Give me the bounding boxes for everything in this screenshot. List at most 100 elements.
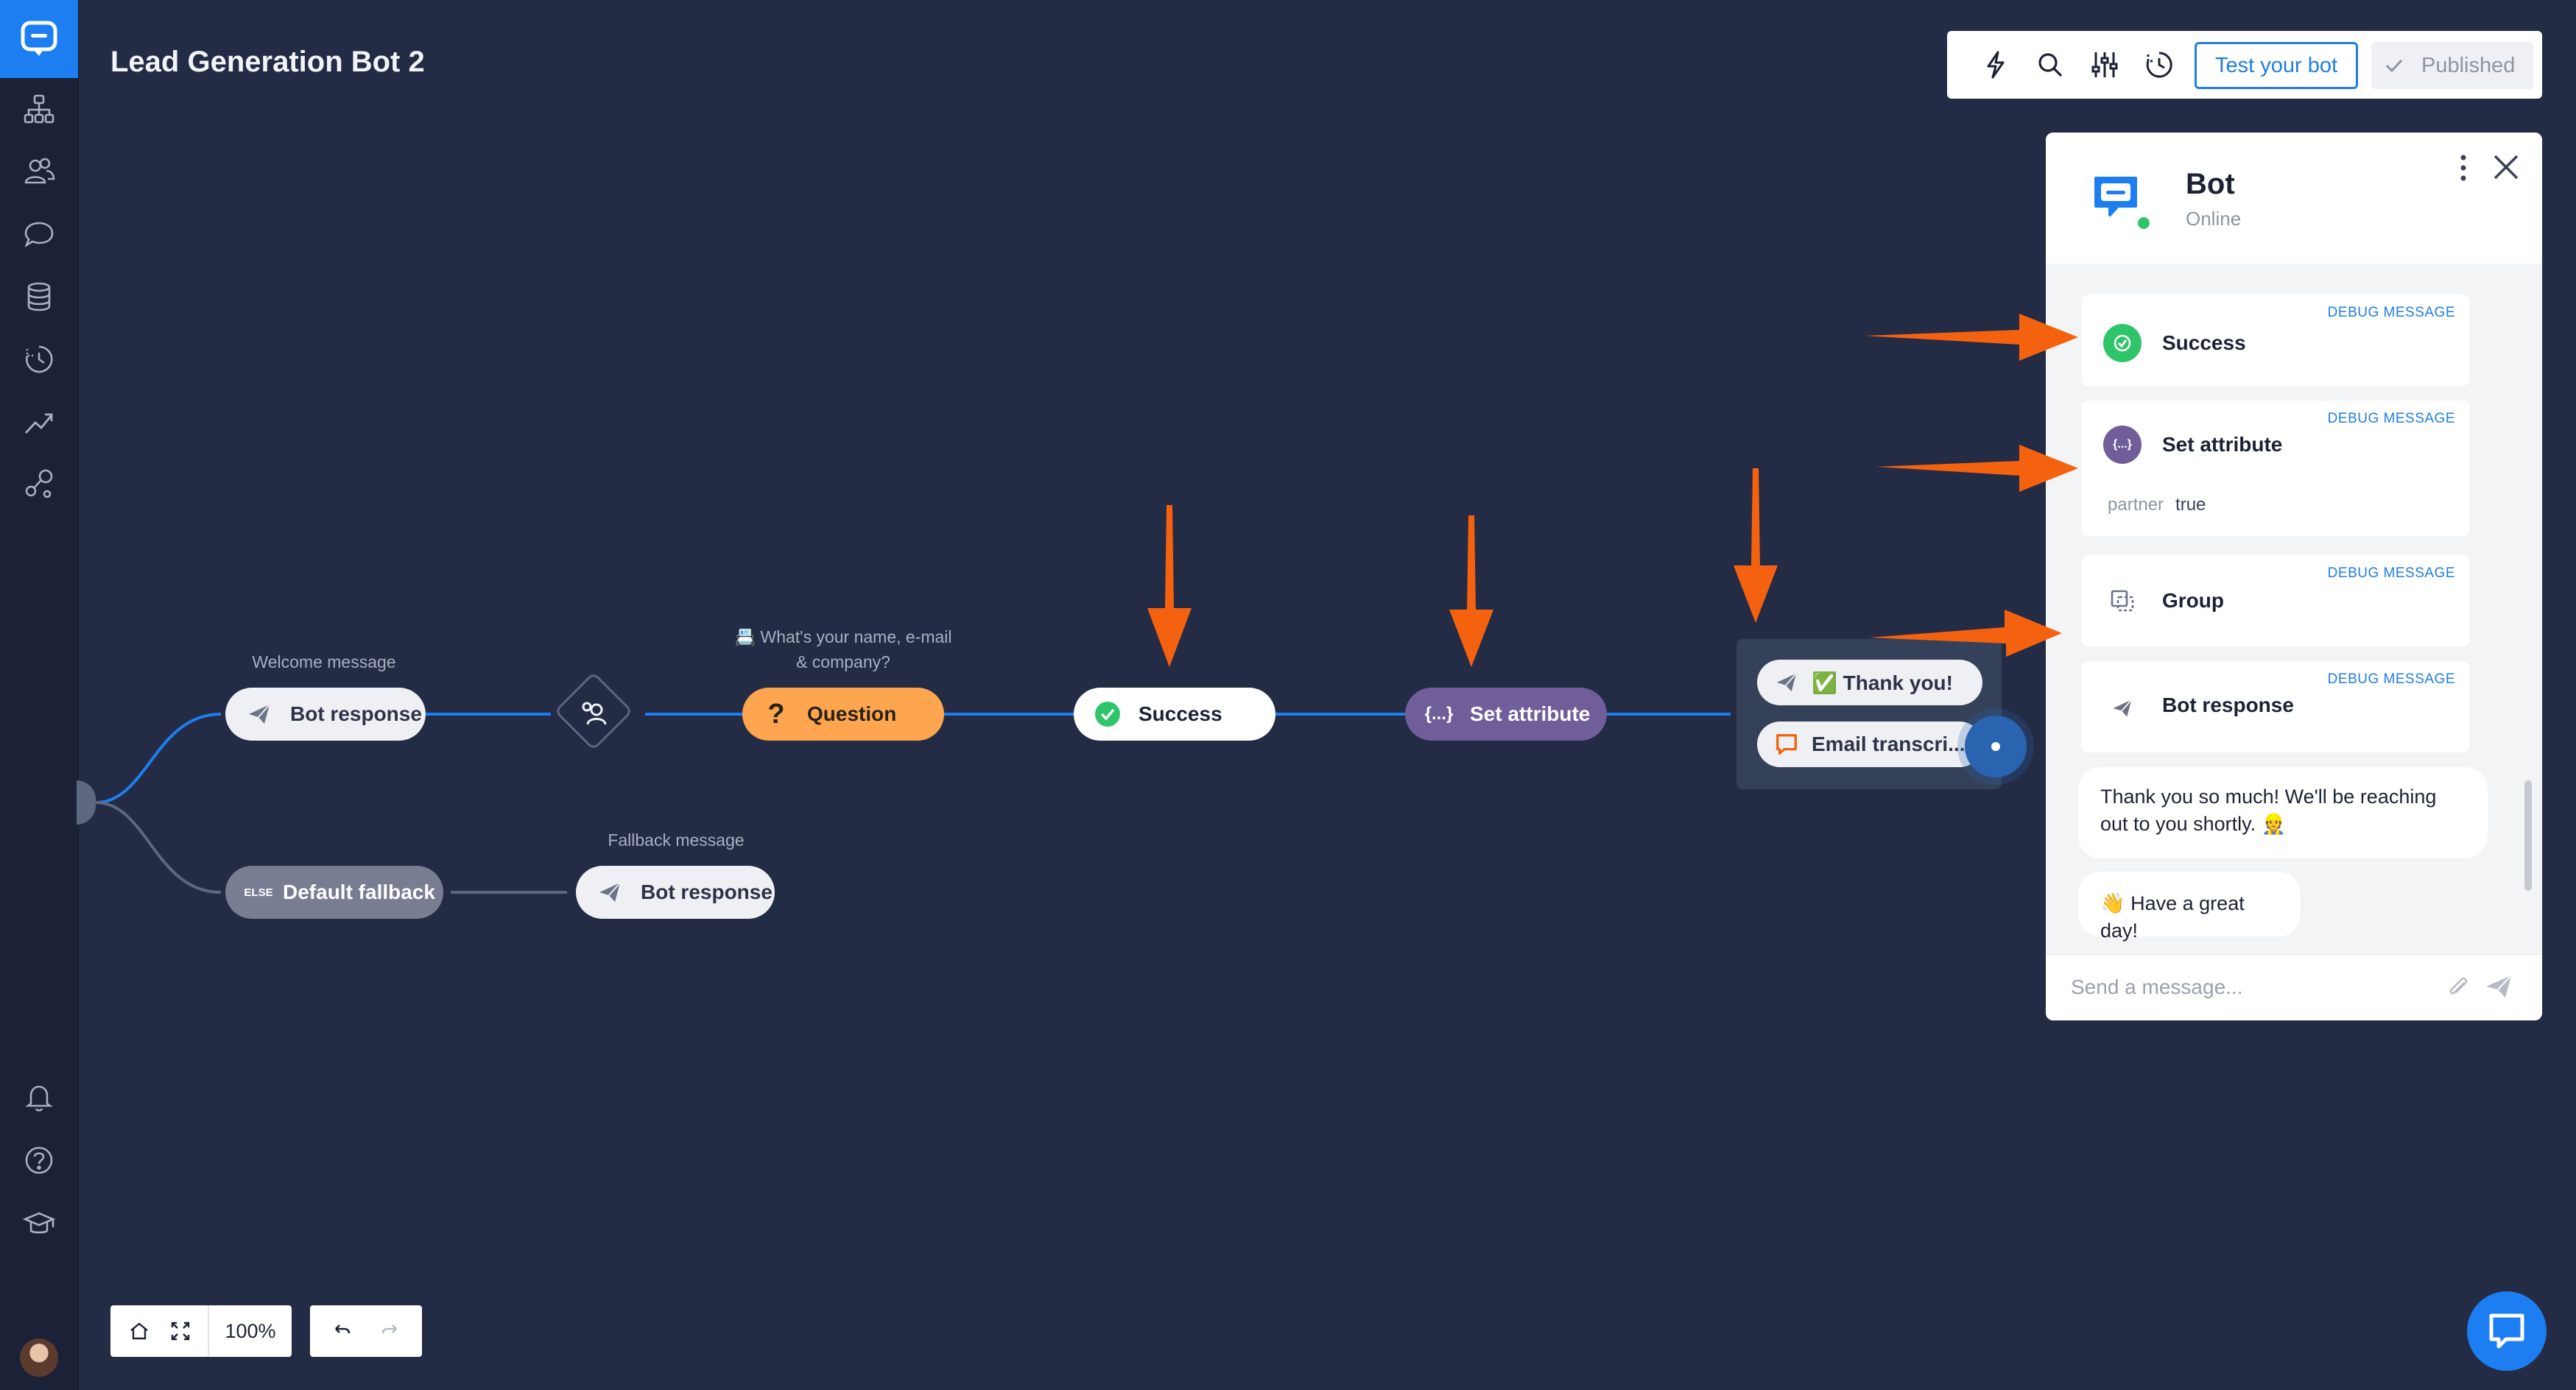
group-icon [2103, 582, 2142, 620]
more-options-icon[interactable] [2452, 152, 2474, 184]
divider [208, 1305, 209, 1357]
fallback-message-label: Fallback message [608, 830, 745, 850]
connection-handle[interactable] [1965, 716, 2027, 777]
braces-icon: {...} [1424, 704, 1454, 724]
question-node[interactable]: ? Question [742, 688, 944, 741]
check-circle-icon [1093, 699, 1122, 729]
undo-icon[interactable] [319, 1305, 363, 1357]
users-icon[interactable] [18, 151, 60, 192]
debug-message-tag: DEBUG MESSAGE [2327, 411, 2455, 426]
debug-message-tag: DEBUG MESSAGE [2327, 565, 2455, 581]
debug-card-bot-response: DEBUG MESSAGE Bot response [2081, 661, 2470, 752]
node-label: Success [1139, 702, 1222, 725]
history-controls [310, 1305, 422, 1357]
braces-icon: {...} [2103, 426, 2142, 464]
history-icon[interactable] [18, 339, 60, 380]
chat-bubble-icon [2489, 1313, 2524, 1349]
help-icon[interactable] [18, 1140, 60, 1181]
message-input[interactable]: Send a message... [2046, 954, 2542, 1020]
debug-card-group: DEBUG MESSAGE Group [2081, 555, 2470, 646]
card-title: Group [2162, 589, 2224, 612]
debug-message-tag: DEBUG MESSAGE [2327, 671, 2455, 687]
home-icon[interactable] [121, 1305, 158, 1357]
integrations-icon[interactable] [18, 464, 60, 505]
default-fallback-node[interactable]: ELSE Default fallback [225, 866, 443, 919]
redo-icon[interactable] [369, 1305, 413, 1357]
paperclip-icon[interactable] [2443, 973, 2473, 1002]
node-label: Question [807, 702, 897, 725]
card-title: Set attribute [2162, 433, 2283, 456]
annotation-arrow-down [1449, 515, 1493, 667]
chat-bot-status: Online [2186, 208, 2242, 230]
close-icon[interactable] [2489, 150, 2523, 184]
success-node[interactable]: Success [1074, 688, 1275, 741]
chat-preview-panel: Bot Online DEBUG MESSAGE Success DEBUG M… [2046, 133, 2542, 1020]
group-item-bot-response[interactable]: ✅ Thank you! [1757, 660, 1982, 705]
set-attribute-node[interactable]: {...} Set attribute [1405, 688, 1607, 741]
else-tag: ELSE [244, 886, 273, 899]
online-indicator [2136, 215, 2152, 231]
chat-message: 👋 Have a great day! [2078, 872, 2301, 942]
annotation-arrow-right [1869, 610, 2062, 657]
group-item-label: ✅ Thank you! [1812, 671, 1953, 694]
send-icon[interactable] [2483, 971, 2514, 1002]
toolbar: Test your bot Published [1947, 31, 2542, 99]
annotation-arrow-right [1876, 445, 2078, 492]
chat-header: Bot Online [2046, 133, 2542, 264]
zoom-controls: 100% [110, 1305, 292, 1357]
attribute-value: true [2175, 495, 2206, 515]
bell-icon[interactable] [18, 1076, 60, 1118]
chat-scrollbar[interactable] [2524, 780, 2532, 891]
chats-logo[interactable] [0, 0, 78, 78]
card-title: Success [2162, 331, 2246, 354]
chat-launcher-button[interactable] [2467, 1291, 2547, 1371]
node-label: Default fallback [283, 881, 435, 903]
question-label: 📇 What's your name, e-mail & company? [734, 627, 952, 671]
debug-message-tag: DEBUG MESSAGE [2327, 305, 2455, 320]
fit-screen-icon[interactable] [162, 1305, 199, 1357]
chat-bubble-logo-icon [21, 21, 57, 56]
debug-card-success: DEBUG MESSAGE Success [2081, 294, 2470, 386]
chat-message: Thank you so much! We'll be reaching out… [2078, 767, 2488, 858]
paper-plane-icon [1773, 669, 1800, 696]
avatar[interactable] [20, 1338, 58, 1377]
welcome-message-label: Welcome message [252, 652, 396, 671]
paper-plane-icon [244, 699, 274, 729]
bot-response-node[interactable]: Bot response [225, 688, 426, 741]
annotation-arrow-right [1865, 314, 2078, 361]
question-mark-icon: ? [767, 698, 785, 730]
user-input-icon [582, 702, 607, 725]
sidebar [0, 0, 79, 1390]
attribute-key: partner [2108, 495, 2164, 515]
debug-card-set-attribute: DEBUG MESSAGE {...} Set attribute partne… [2081, 401, 2470, 536]
message-input-placeholder: Send a message... [2071, 976, 2243, 998]
lightning-icon[interactable] [1978, 47, 2013, 82]
chat-icon[interactable] [18, 214, 60, 255]
group-item-email-transcript[interactable]: Email transcri... [1757, 722, 1982, 767]
flow-start-handle[interactable] [77, 780, 96, 825]
group-node[interactable]: ✅ Thank you! Email transcri... [1736, 639, 2002, 789]
annotation-arrow-down [1734, 468, 1778, 623]
chat-bubble-logo-icon [2094, 177, 2137, 216]
fallback-bot-response-node[interactable]: Bot response [576, 866, 775, 919]
sliders-icon[interactable] [2087, 47, 2122, 82]
group-item-label: Email transcri... [1812, 733, 1966, 755]
annotation-arrow-down [1147, 505, 1192, 667]
database-icon[interactable] [18, 276, 60, 317]
chat-bot-name: Bot [2186, 168, 2235, 200]
zoom-level[interactable]: 100% [225, 1319, 276, 1342]
check-icon [2385, 59, 2403, 73]
card-title: Bot response [2162, 694, 2294, 716]
published-button[interactable]: Published [2371, 42, 2533, 89]
reports-icon[interactable] [18, 401, 60, 442]
chat-bubble-orange-icon [1773, 731, 1800, 758]
test-your-bot-button[interactable]: Test your bot [2195, 42, 2358, 89]
paper-plane-icon [595, 878, 624, 907]
node-label: Bot response [641, 881, 773, 903]
node-label: Set attribute [1470, 702, 1591, 725]
history-icon[interactable] [2142, 47, 2177, 82]
page-title: Lead Generation Bot 2 [110, 46, 425, 78]
academy-icon[interactable] [18, 1203, 60, 1244]
search-icon[interactable] [2033, 47, 2068, 82]
sitemap-icon[interactable] [18, 88, 60, 130]
